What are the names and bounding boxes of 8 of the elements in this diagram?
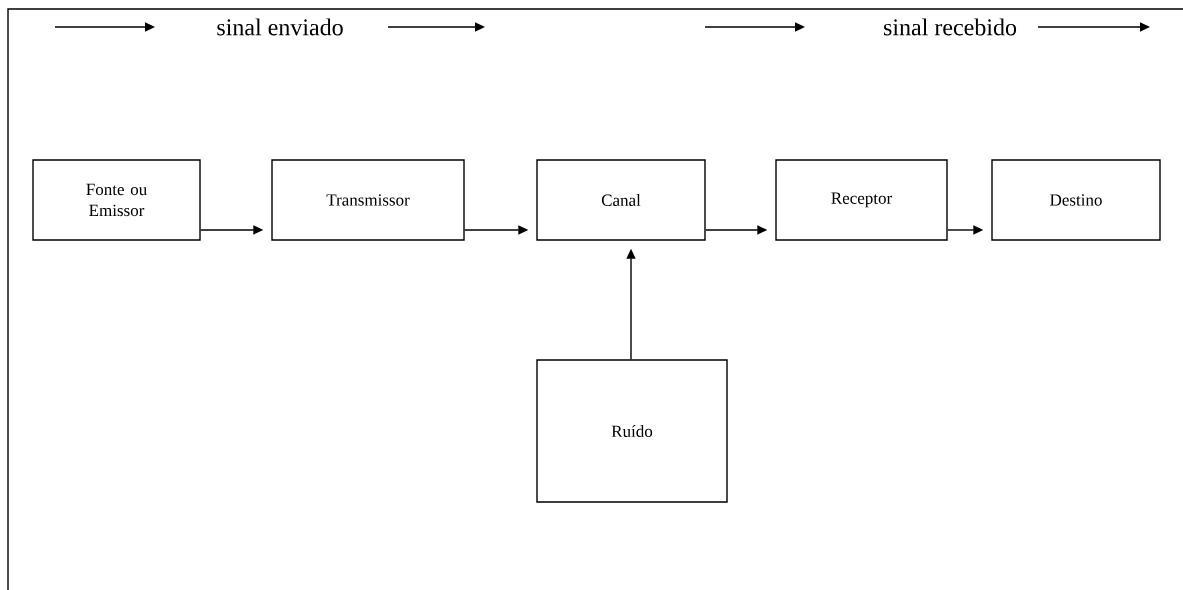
process-box: Canal: [536, 159, 706, 241]
process-box: Ruído: [536, 359, 728, 503]
process-box: Receptor: [775, 159, 948, 241]
signal-label: sinal recebido: [884, 18, 1017, 36]
process-box: Fonte ou Emissor: [32, 159, 201, 241]
process-box: Destino: [991, 159, 1161, 241]
signal-label: sinal enviado: [217, 18, 343, 36]
process-box: Transmissor: [271, 159, 465, 241]
